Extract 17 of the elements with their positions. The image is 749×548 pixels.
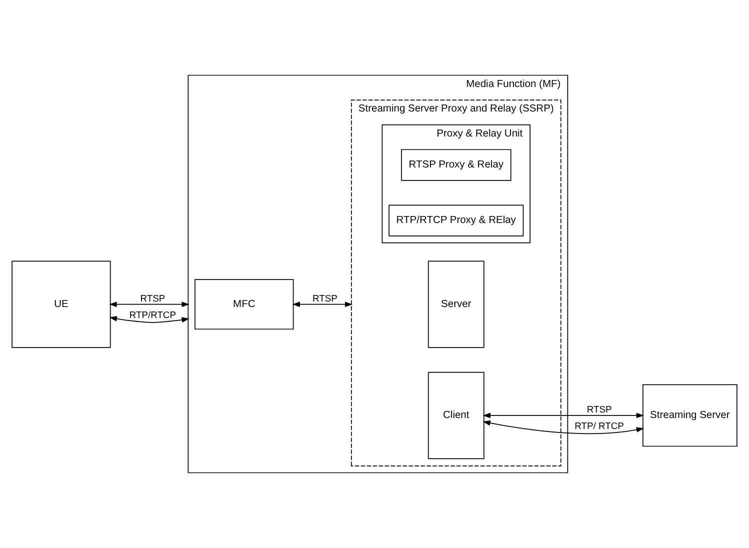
arrow xyxy=(109,316,190,323)
edge-label: RTP/ RTCP xyxy=(574,420,624,431)
node-box: Server xyxy=(428,260,484,348)
node-box: Client xyxy=(428,372,484,460)
edge-label: RTSP xyxy=(312,292,338,304)
node-box: Streaming Server xyxy=(642,384,738,447)
node-box: MFC xyxy=(194,279,294,330)
arrow xyxy=(482,420,644,434)
edge-label: RTSP xyxy=(140,292,166,304)
node-box: RTSP Proxy & Relay xyxy=(401,149,512,181)
arrow xyxy=(482,412,644,418)
arrow xyxy=(292,302,353,308)
arrow xyxy=(109,302,190,308)
edge-label: RTP/RTCP xyxy=(129,308,176,320)
edge-label: RTSP xyxy=(586,404,612,415)
node-box: RTP/RTCP Proxy & RElay xyxy=(388,204,524,236)
node-box: UE xyxy=(12,260,111,348)
